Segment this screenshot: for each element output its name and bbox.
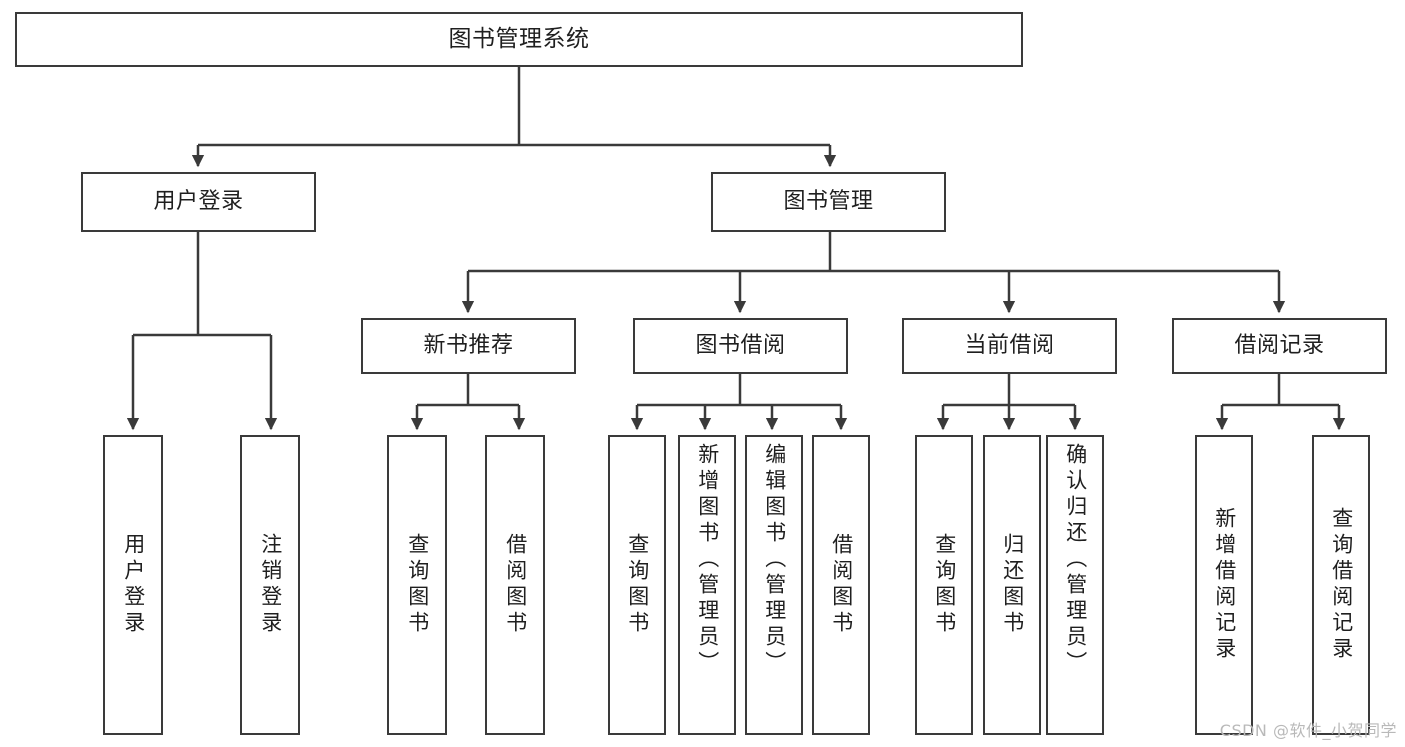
leaf-bb-borrow-book-label: 借阅图书 bbox=[829, 533, 854, 637]
node-new-book-recommend-label: 新书推荐 bbox=[423, 333, 514, 359]
node-root-label: 图书管理系统 bbox=[448, 25, 590, 52]
leaf-nb-borrow-book-label: 借阅图书 bbox=[503, 533, 528, 637]
node-root[interactable]: 图书管理系统 bbox=[15, 12, 1023, 67]
leaf-bb-edit-book-label: 编辑图书（管理员） bbox=[762, 443, 787, 677]
node-book-borrow[interactable]: 图书借阅 bbox=[633, 318, 848, 374]
leaf-logout-label: 注销登录 bbox=[258, 533, 283, 637]
node-book-manage-label: 图书管理 bbox=[783, 189, 874, 215]
leaf-bb-query-book[interactable]: 查询图书 bbox=[608, 435, 666, 735]
node-borrow-record-label: 借阅记录 bbox=[1234, 333, 1325, 359]
leaf-nb-borrow-book[interactable]: 借阅图书 bbox=[485, 435, 545, 735]
leaf-br-add-record-label: 新增借阅记录 bbox=[1212, 507, 1237, 663]
node-current-borrow-label: 当前借阅 bbox=[964, 333, 1055, 359]
leaf-br-query-record[interactable]: 查询借阅记录 bbox=[1312, 435, 1370, 735]
node-user-login-label: 用户登录 bbox=[153, 189, 244, 215]
leaf-cb-confirm-return[interactable]: 确认归还（管理员） bbox=[1046, 435, 1104, 735]
leaf-cb-query-book[interactable]: 查询图书 bbox=[915, 435, 973, 735]
node-current-borrow[interactable]: 当前借阅 bbox=[902, 318, 1117, 374]
leaf-user-login[interactable]: 用户登录 bbox=[103, 435, 163, 735]
leaf-br-query-record-label: 查询借阅记录 bbox=[1329, 507, 1354, 663]
leaf-bb-edit-book[interactable]: 编辑图书（管理员） bbox=[745, 435, 803, 735]
leaf-bb-add-book-label: 新增图书（管理员） bbox=[695, 443, 720, 677]
leaf-user-login-label: 用户登录 bbox=[121, 533, 146, 637]
watermark: CSDN @软件_小贺同学 bbox=[1219, 721, 1397, 740]
leaf-nb-query-book[interactable]: 查询图书 bbox=[387, 435, 447, 735]
leaf-cb-query-book-label: 查询图书 bbox=[932, 533, 957, 637]
leaf-logout[interactable]: 注销登录 bbox=[240, 435, 300, 735]
leaf-cb-return-book-label: 归还图书 bbox=[1000, 533, 1025, 637]
node-book-borrow-label: 图书借阅 bbox=[695, 333, 786, 359]
leaf-nb-query-book-label: 查询图书 bbox=[405, 533, 430, 637]
leaf-bb-borrow-book[interactable]: 借阅图书 bbox=[812, 435, 870, 735]
leaf-br-add-record[interactable]: 新增借阅记录 bbox=[1195, 435, 1253, 735]
leaf-bb-query-book-label: 查询图书 bbox=[625, 533, 650, 637]
leaf-cb-confirm-return-label: 确认归还（管理员） bbox=[1063, 443, 1088, 677]
node-new-book-recommend[interactable]: 新书推荐 bbox=[361, 318, 576, 374]
leaf-cb-return-book[interactable]: 归还图书 bbox=[983, 435, 1041, 735]
node-user-login[interactable]: 用户登录 bbox=[81, 172, 316, 232]
leaf-bb-add-book[interactable]: 新增图书（管理员） bbox=[678, 435, 736, 735]
node-borrow-record[interactable]: 借阅记录 bbox=[1172, 318, 1387, 374]
node-book-manage[interactable]: 图书管理 bbox=[711, 172, 946, 232]
